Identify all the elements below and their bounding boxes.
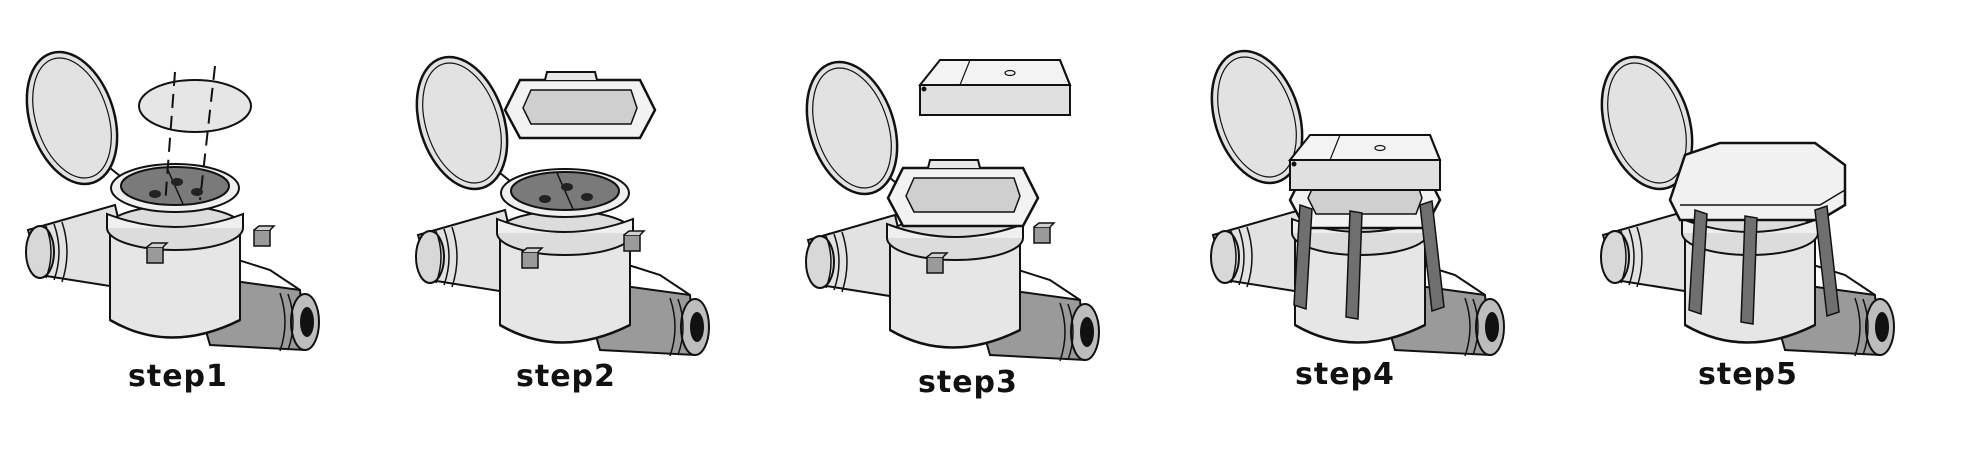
step1-label: step1 [128,359,228,394]
step3-illustration [789,49,1101,363]
step1-illustration [9,39,321,353]
step2-label: step2 [516,359,616,394]
step3-label: step3 [918,365,1018,400]
step4-illustration [1194,38,1506,358]
step5-illustration [1584,44,1896,358]
step2-illustration [399,44,711,358]
step5-label: step5 [1698,357,1798,392]
step4-label: step4 [1295,357,1395,392]
